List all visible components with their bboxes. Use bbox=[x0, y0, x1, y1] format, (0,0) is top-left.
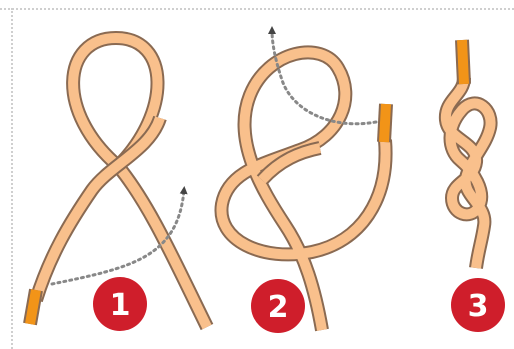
step-2-rope bbox=[221, 52, 386, 330]
step-2-rope-main-fill bbox=[221, 52, 385, 330]
step-2-badge: 2 bbox=[251, 279, 305, 333]
step-3-badge: 3 bbox=[451, 278, 505, 332]
step-1-badge-number: 1 bbox=[110, 288, 131, 323]
step-2-arrow bbox=[272, 30, 376, 124]
step-1-badge: 1 bbox=[93, 277, 147, 331]
step-2-badge-number: 2 bbox=[268, 290, 289, 325]
step-1-rope-end bbox=[30, 290, 36, 324]
step-3-rope-end bbox=[462, 40, 464, 84]
step-3-rope-fill bbox=[446, 78, 491, 268]
step-3-knot bbox=[446, 40, 491, 268]
step-2-rope-end bbox=[384, 104, 386, 142]
step-3-badge-number: 3 bbox=[468, 289, 489, 324]
